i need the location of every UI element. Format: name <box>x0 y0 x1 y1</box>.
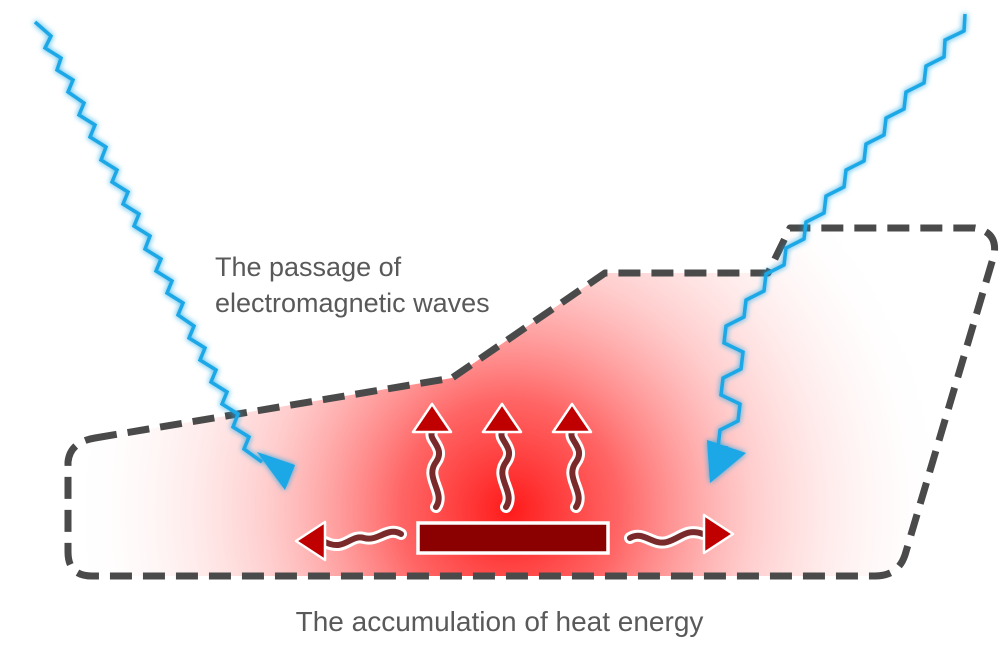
heat-right-arrow-icon <box>624 513 735 555</box>
left-wave-zigzag <box>33 20 264 464</box>
heat-up-arrow-2-icon <box>481 402 523 513</box>
enclosure-boundary <box>64 224 999 580</box>
accumulation-label: The accumulation of heat energy <box>295 606 704 637</box>
heat-source-bar-icon <box>416 521 610 555</box>
passage-label-line1: The passage of <box>215 252 402 282</box>
heat-up-arrow-3-icon <box>551 402 593 513</box>
left-wave-icon <box>33 20 295 490</box>
right-wave-zigzag <box>716 13 967 450</box>
heat-left-arrow-icon <box>294 520 407 562</box>
passage-label-line2: electromagnetic waves <box>215 288 490 318</box>
heat-glow-region <box>68 228 995 576</box>
heat-up-arrow-1-icon <box>411 402 453 513</box>
passage-label: The passage of electromagnetic waves <box>215 249 490 321</box>
right-wave-icon <box>707 13 967 483</box>
right-wave-arrowhead <box>707 440 746 483</box>
left-wave-arrowhead <box>257 452 295 490</box>
